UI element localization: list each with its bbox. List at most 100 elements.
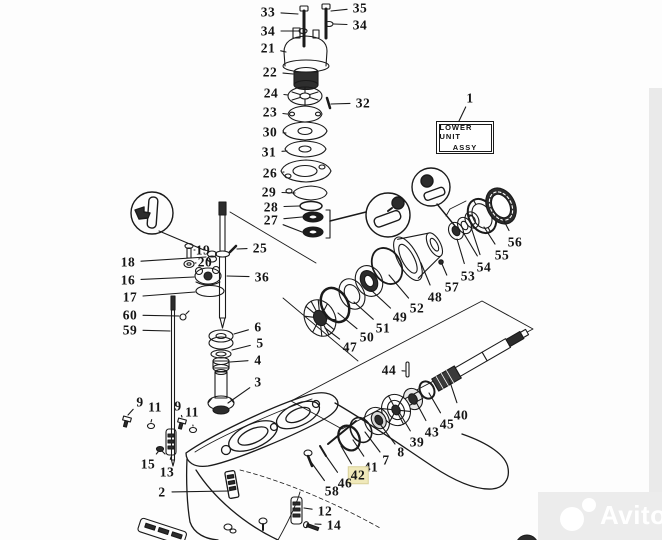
leader-line-43 <box>415 401 427 422</box>
part-label-51: 51 <box>375 320 391 336</box>
part-label-4: 4 <box>254 352 262 368</box>
avito-logo-circle-big <box>560 507 584 531</box>
part-label-27: 27 <box>263 212 279 228</box>
part-label-53: 53 <box>460 268 476 284</box>
part-label-29: 29 <box>261 184 277 200</box>
part-label-16: 16 <box>120 272 136 288</box>
part-label-46: 46 <box>337 475 353 491</box>
part-label-39: 39 <box>409 434 425 450</box>
construction-lines <box>229 211 534 430</box>
leader-line-57 <box>441 263 448 276</box>
driveshaft-assembly <box>207 201 235 415</box>
leader-line-42 <box>340 445 352 465</box>
part-label-48: 48 <box>427 289 443 305</box>
leader-line-45 <box>428 392 442 414</box>
leader-line-41 <box>352 439 365 457</box>
leader-line-7 <box>364 431 381 453</box>
leader-line-3 <box>227 387 251 404</box>
leader-line-29 <box>281 191 296 194</box>
part-label-52: 52 <box>409 300 425 316</box>
part-label-34: 34 <box>260 23 276 39</box>
part-label-5: 5 <box>256 335 264 351</box>
part-label-17: 17 <box>122 289 138 305</box>
part-label-22: 22 <box>262 64 278 80</box>
leader-line-34 <box>333 23 348 26</box>
part-label-33: 33 <box>260 4 276 20</box>
leader-line-40 <box>448 378 458 404</box>
part-label-47: 47 <box>342 339 358 355</box>
magnifier-circles <box>130 167 467 251</box>
avito-logo-circle-small <box>582 498 596 512</box>
part-label-8: 8 <box>397 444 405 460</box>
leader-line-54 <box>462 231 478 257</box>
part-label-25: 25 <box>252 240 268 256</box>
leader-line-8 <box>379 423 396 445</box>
leader-line-53 <box>456 238 465 265</box>
part-label-13: 13 <box>159 464 175 480</box>
part-label-30: 30 <box>262 124 278 140</box>
part-label-35: 35 <box>352 0 368 16</box>
part-label-58: 58 <box>324 483 340 499</box>
lower-unit-assy-inner-border: LOWER UNIT ASSY <box>438 123 492 152</box>
leader-line-51 <box>353 301 374 320</box>
scan-edge-band <box>649 88 662 540</box>
part-label-45: 45 <box>439 416 455 432</box>
leader-line-32 <box>330 102 351 105</box>
part-label-19: 19 <box>195 242 211 258</box>
leader-line-9 <box>180 414 183 418</box>
leader-line-4 <box>229 360 249 363</box>
leader-line-52 <box>388 274 410 299</box>
part-label-36: 36 <box>254 269 270 285</box>
part-label-26: 26 <box>262 165 278 181</box>
leader-line-9 <box>127 408 134 416</box>
leader-line-60 <box>142 314 180 317</box>
leader-lines <box>127 8 510 525</box>
part-label-44: 44 <box>381 362 397 378</box>
part-label-11: 11 <box>148 399 162 415</box>
leader-line-23 <box>282 112 288 115</box>
leader-line-47 <box>324 327 341 340</box>
leader-line-22 <box>282 72 294 75</box>
leader-line-21 <box>280 50 287 53</box>
part-label-42-highlighted: 42 <box>348 467 368 483</box>
part-label-28: 28 <box>263 199 279 215</box>
part-label-57: 57 <box>444 279 460 295</box>
leader-line-24 <box>283 93 289 96</box>
part-label-34: 34 <box>352 17 368 33</box>
title-line-2: ASSY <box>452 143 478 152</box>
leader-line-46 <box>323 452 339 473</box>
part-label-15: 15 <box>140 456 156 472</box>
leader-line-49 <box>370 289 392 309</box>
part-label-3: 3 <box>254 374 262 390</box>
leader-line-59 <box>142 329 171 332</box>
leader-line-55 <box>483 226 496 245</box>
part-label-11: 11 <box>185 404 199 420</box>
leader-line-58 <box>310 461 325 482</box>
leader-line-39 <box>398 411 411 432</box>
leader-line-6 <box>233 329 249 335</box>
part-label-50: 50 <box>359 329 375 345</box>
part-label-7: 7 <box>382 452 390 468</box>
part-label-2: 2 <box>158 484 166 500</box>
part-label-40: 40 <box>453 407 469 423</box>
leader-line-36 <box>226 275 250 278</box>
part-label-1: 1 <box>466 90 474 106</box>
leader-line-13 <box>169 456 172 460</box>
part-label-20: 20 <box>197 254 213 270</box>
part-label-31: 31 <box>261 144 277 160</box>
part-label-54: 54 <box>476 259 492 275</box>
part-label-43: 43 <box>424 424 440 440</box>
leader-line-18 <box>140 256 207 262</box>
part-label-12: 12 <box>317 503 333 519</box>
hardware-parts <box>122 415 537 540</box>
avito-watermark: Avito <box>538 492 662 540</box>
leader-line-50 <box>337 312 358 330</box>
part-label-9: 9 <box>136 394 144 410</box>
leader-line-54 <box>470 226 481 256</box>
part-label-56: 56 <box>507 234 523 250</box>
leader-line-2 <box>171 490 230 493</box>
leader-line-28 <box>283 205 300 208</box>
leader-line-16 <box>140 276 195 280</box>
